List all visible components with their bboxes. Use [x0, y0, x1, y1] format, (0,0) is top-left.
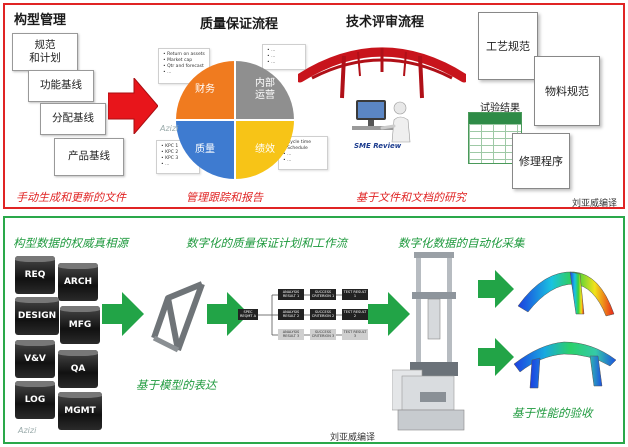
- arch-bridge-icon: [298, 47, 466, 99]
- database-icon: LOG: [15, 381, 55, 419]
- database-icon: MGMT: [58, 392, 102, 430]
- watermark-top: Azizi: [160, 124, 179, 133]
- computer-user-icon: [352, 100, 411, 143]
- doc-material-spec: 物料规范: [534, 56, 600, 126]
- credit-bottom: 刘亚威编译: [330, 433, 376, 443]
- quadrant-operations: 内部 运营: [236, 61, 294, 119]
- database-icon: MFG: [60, 306, 100, 344]
- review-title: 技术评审流程: [346, 15, 425, 30]
- config-card-product-baseline: 产品基线: [54, 138, 124, 176]
- doc-process-spec: 工艺规范: [478, 12, 538, 80]
- config-card-functional-baseline: 功能基线: [28, 70, 94, 102]
- bracket-model-icon: [151, 281, 205, 353]
- quadrant-performance: 绩效: [236, 121, 294, 179]
- flow-node: TEST RESULT 2: [342, 309, 368, 320]
- caption-authoritative-source: 构型数据的权威真相源: [13, 236, 128, 250]
- flow-node: ANALYSIS RESULT 3: [278, 329, 304, 340]
- database-icon: ARCH: [58, 263, 98, 301]
- caption-digital-plan: 数字化的质量保证计划和工作流: [186, 236, 347, 250]
- flow-node: SUCCESS CRITERION 2: [310, 309, 336, 320]
- quality-caption: 管理跟踪和报告: [186, 191, 263, 204]
- fea-result-icon: [513, 341, 617, 389]
- flow-node: ANALYSIS RESULT 1: [278, 289, 304, 300]
- flow-node: SUCCESS CRITERION 3: [310, 329, 336, 340]
- doc-repair-procedure: 修理程序: [512, 133, 570, 189]
- flow-start-node: SPEC REQMT A: [238, 309, 258, 320]
- database-icon: QA: [58, 350, 98, 388]
- test-machine-icon: [392, 252, 465, 431]
- right-arrow-icon: [102, 292, 144, 336]
- right-arrow-icon: [368, 292, 410, 336]
- config-card-spec: 规范 和计划: [12, 33, 78, 71]
- credit-top: 刘亚威编译: [572, 199, 618, 209]
- quality-quadrant-chart: 财务 内部 运营 质量 绩效: [176, 61, 294, 179]
- quadrant-finance: 财务: [176, 61, 234, 119]
- right-arrow-icon: [478, 270, 514, 308]
- watermark-bottom: Azizi: [18, 426, 37, 435]
- config-card-allocated-baseline: 分配基线: [40, 103, 106, 135]
- quadrant-quality: 质量: [176, 121, 234, 179]
- flow-node: SUCCESS CRITERION 1: [310, 289, 336, 300]
- sme-review-label: SME Review: [354, 142, 402, 150]
- right-arrow-icon: [108, 78, 158, 134]
- config-mgmt-title: 构型管理: [14, 13, 67, 28]
- test-results-label: 试验结果: [480, 103, 520, 114]
- fea-result-icon: [517, 271, 615, 317]
- caption-model-based: 基于模型的表达: [136, 378, 217, 392]
- right-arrow-icon: [478, 338, 514, 376]
- right-arrow-icon: [207, 292, 249, 336]
- database-icon: V&V: [15, 340, 55, 378]
- workflow-connectors: [258, 294, 342, 336]
- flow-node: TEST RESULT 3: [342, 329, 368, 340]
- flow-node: TEST RESULT 1: [342, 289, 368, 300]
- config-caption: 手动生成和更新的文件: [16, 191, 126, 204]
- review-caption: 基于文件和文档的研究: [356, 191, 466, 204]
- flow-node: ANALYSIS RESULT 2: [278, 309, 304, 320]
- database-icon: DESIGN: [15, 297, 59, 335]
- caption-performance-acceptance: 基于性能的验收: [512, 406, 593, 420]
- quality-title: 质量保证流程: [200, 17, 279, 32]
- database-icon: REQ: [15, 256, 55, 294]
- caption-automated-collection: 数字化数据的自动化采集: [398, 236, 525, 250]
